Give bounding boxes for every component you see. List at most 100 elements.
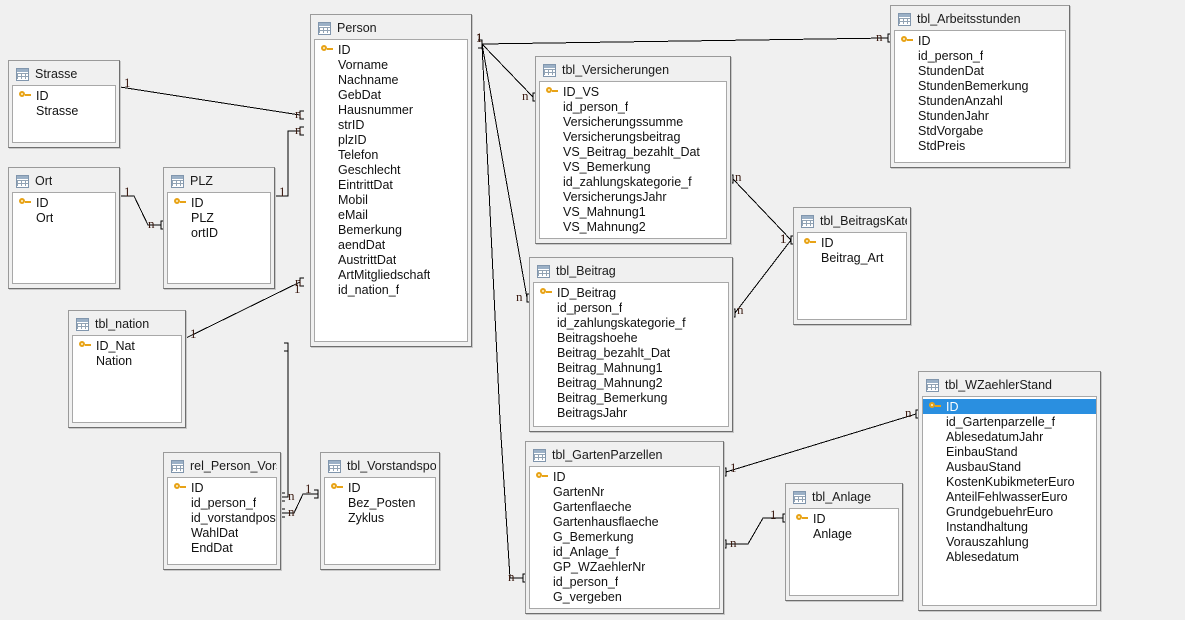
field-row[interactable]: AustrittDat [315,252,467,267]
field-row[interactable]: Mobil [315,192,467,207]
field-row[interactable]: Gartenhausflaeche [530,514,719,529]
field-row[interactable]: id_person_f [895,48,1065,63]
field-row[interactable]: PLZ [168,210,270,225]
field-list-rel_person_vorstand[interactable]: IDid_person_fid_vorstandposteWahlDatEndD… [167,477,277,565]
field-row[interactable]: ID [790,511,898,526]
field-row[interactable]: ID [895,33,1065,48]
field-row[interactable]: StundenDat [895,63,1065,78]
field-row[interactable]: Zyklus [325,510,435,525]
field-row[interactable]: id_zahlungskategorie_f [534,315,728,330]
field-row[interactable]: Strasse [13,103,115,118]
table-header-strasse[interactable]: Strasse [12,63,116,85]
field-row[interactable]: Nachname [315,72,467,87]
field-row[interactable]: GebDat [315,87,467,102]
field-row[interactable]: ID [168,480,276,495]
field-row[interactable]: VersicherungsJahr [540,189,726,204]
field-row[interactable]: id_person_f [530,574,719,589]
field-row[interactable]: ArtMitgliedschaft [315,267,467,282]
field-row[interactable]: GP_WZaehlerNr [530,559,719,574]
field-row[interactable]: KostenKubikmeterEuro [923,474,1096,489]
field-row[interactable]: Vorname [315,57,467,72]
field-row[interactable]: ID [923,399,1096,414]
field-row[interactable]: id_zahlungskategorie_f [540,174,726,189]
field-row[interactable]: WahlDat [168,525,276,540]
field-row[interactable]: AnteilFehlwasserEuro [923,489,1096,504]
field-row[interactable]: ortID [168,225,270,240]
field-row[interactable]: plzID [315,132,467,147]
field-row[interactable]: Beitrag_Bemerkung [534,390,728,405]
field-row[interactable]: G_Bemerkung [530,529,719,544]
field-row[interactable]: ID [798,235,906,250]
relationship-line-strasse-person[interactable] [119,86,301,116]
field-row[interactable]: Vorauszahlung [923,534,1096,549]
field-row[interactable]: Bemerkung [315,222,467,237]
relationship-line-nation-person[interactable] [185,281,301,339]
field-row[interactable]: ID [13,195,115,210]
table-header-tbl_beitragskateg[interactable]: tbl_BeitragsKateg [797,210,907,232]
relationship-line-gartenparzellen-wzaehler[interactable] [725,413,917,473]
field-row[interactable]: StundenAnzahl [895,93,1065,108]
field-row[interactable]: Gartenflaeche [530,499,719,514]
field-row[interactable]: EinbauStand [923,444,1096,459]
field-row[interactable]: Instandhaltung [923,519,1096,534]
field-row[interactable]: aendDat [315,237,467,252]
table-header-tbl_arbeitsstunden[interactable]: tbl_Arbeitsstunden [894,8,1066,30]
field-row[interactable]: Geschlecht [315,162,467,177]
field-row[interactable]: AblesedatumJahr [923,429,1096,444]
field-row[interactable]: StdVorgabe [895,123,1065,138]
field-row[interactable]: Beitrag_bezahlt_Dat [534,345,728,360]
table-header-tbl_gartenparzellen[interactable]: tbl_GartenParzellen [529,444,720,466]
field-row[interactable]: VS_Bemerkung [540,159,726,174]
table-header-tbl_beitrag[interactable]: tbl_Beitrag [533,260,729,282]
field-row[interactable]: id_person_f [540,99,726,114]
field-row[interactable]: Versicherungsbeitrag [540,129,726,144]
table-header-plz[interactable]: PLZ [167,170,271,192]
field-row[interactable]: VS_Mahnung1 [540,204,726,219]
field-row[interactable]: Beitragshoehe [534,330,728,345]
field-row[interactable]: ID [530,469,719,484]
field-row[interactable]: Telefon [315,147,467,162]
field-row[interactable]: StdPreis [895,138,1065,153]
field-row[interactable]: Hausnummer [315,102,467,117]
field-row[interactable]: id_Gartenparzelle_f [923,414,1096,429]
field-row[interactable]: id_vorstandposte [168,510,276,525]
field-row[interactable]: EndDat [168,540,276,555]
field-row[interactable]: id_Anlage_f [530,544,719,559]
field-row[interactable]: StundenBemerkung [895,78,1065,93]
relationship-line-person-gartenparzellen[interactable] [481,43,523,579]
relationship-line-vorstandspos-rel[interactable] [281,493,318,514]
field-row[interactable]: ID [168,195,270,210]
table-header-tbl_vorstandspos[interactable]: tbl_Vorstandspos [324,455,436,477]
field-row[interactable]: Anlage [790,526,898,541]
field-row[interactable]: VS_Beitrag_bezahlt_Dat [540,144,726,159]
field-row[interactable]: id_nation_f [315,282,467,297]
field-row[interactable]: BeitragsJahr [534,405,728,420]
field-row[interactable]: ID_VS [540,84,726,99]
table-header-tbl_versicherungen[interactable]: tbl_Versicherungen [539,59,727,81]
relationship-line-person-arbeitsstunden[interactable] [481,37,889,45]
field-row[interactable]: eMail [315,207,467,222]
table-header-tbl_anlage[interactable]: tbl_Anlage [789,486,899,508]
field-row[interactable]: ID [13,88,115,103]
